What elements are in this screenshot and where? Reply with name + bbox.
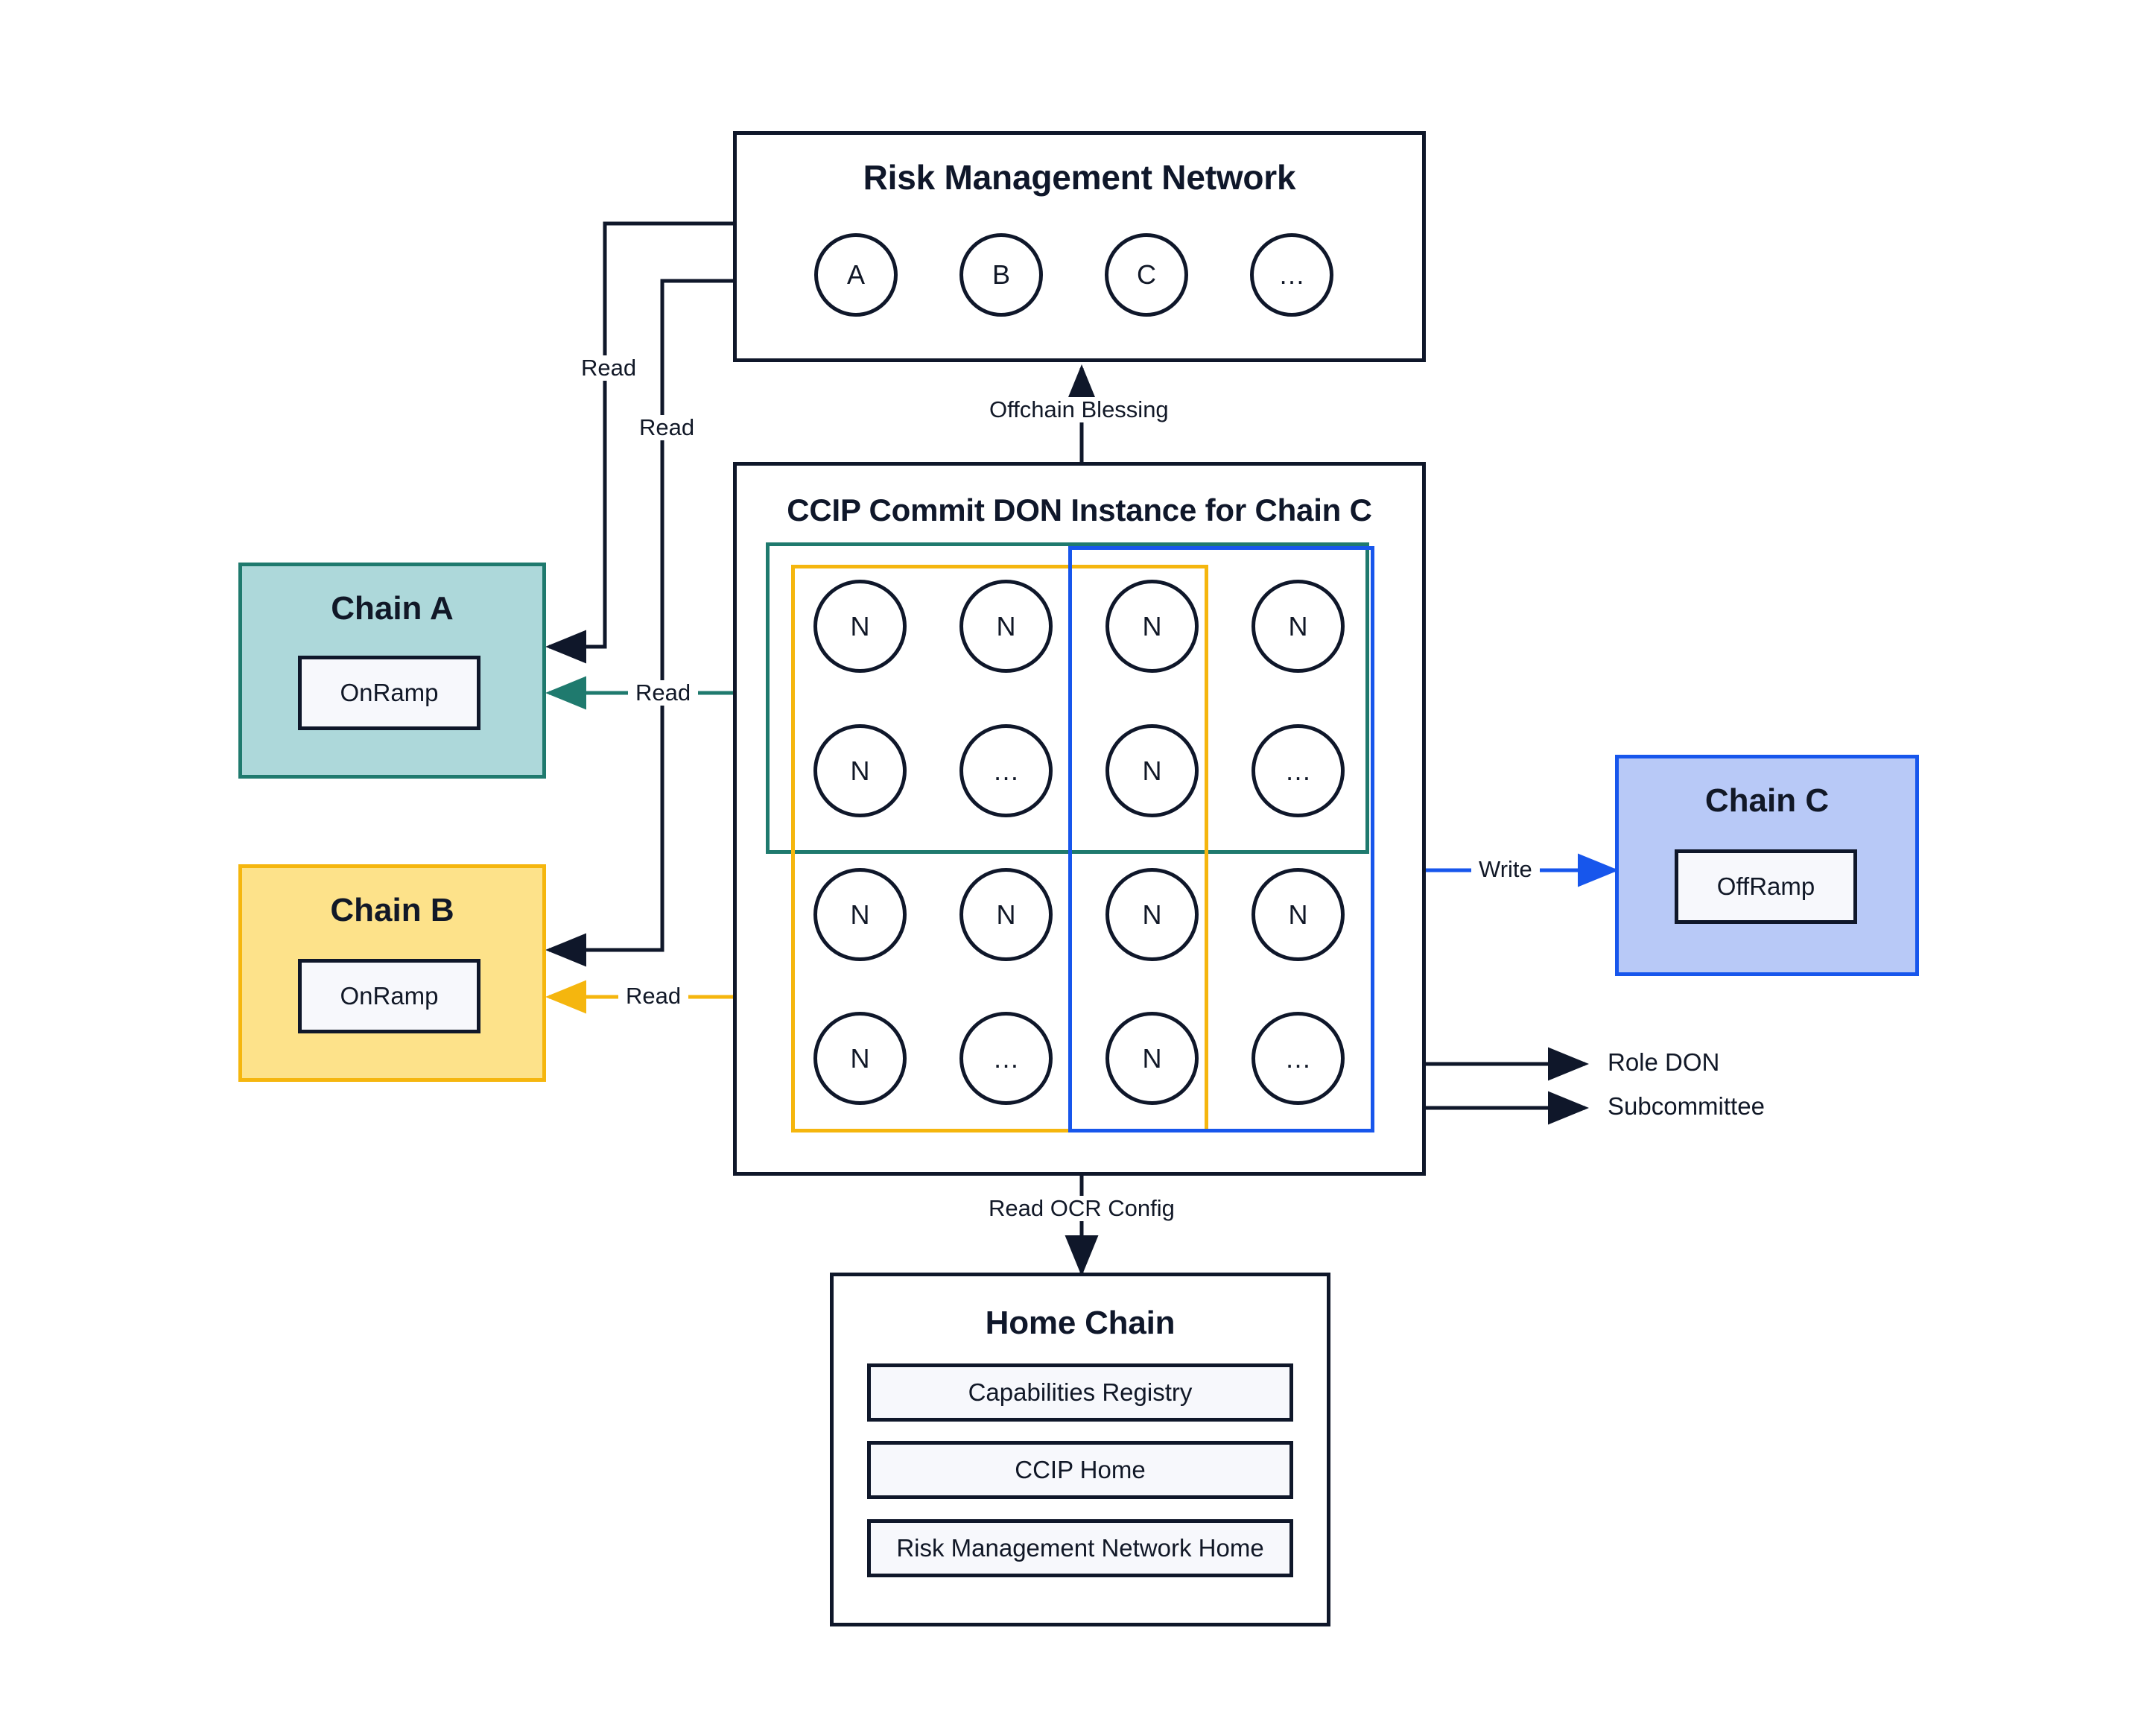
chain-c-offramp: OffRamp [1675,849,1857,924]
home-chain-title: Home Chain [985,1305,1176,1341]
rmn-node-more: … [1250,233,1333,317]
rmn-node-c: C [1105,233,1188,317]
don-node-label: N [1288,610,1308,642]
don-node-label: N [850,899,870,930]
don-node-label: N [996,610,1016,642]
risk-management-network-title: Risk Management Network [863,158,1296,197]
don-node-label: N [1142,610,1162,642]
don-node-r1c2: N [959,580,1053,673]
don-node-label: … [992,755,1020,786]
don-node-label: … [1284,755,1312,786]
home-chain-item-capabilities-registry: Capabilities Registry [867,1363,1293,1422]
don-node-label: N [850,610,870,642]
don-node-label: N [1142,899,1162,930]
don-node-label: … [1284,1042,1312,1074]
group-role-don-teal [766,542,1369,854]
chain-b-onramp-label: OnRamp [340,982,439,1010]
don-node-label: … [992,1042,1020,1074]
chain-a-onramp-label: OnRamp [340,679,439,706]
label-read-rmn-to-chain-a: Read [574,355,644,381]
don-node-label: N [850,1042,870,1074]
don-node-r2c3: N [1105,724,1199,817]
label-read-rmn-to-chain-b: Read [632,414,702,441]
don-node-r2c1: N [813,724,907,817]
legend-label-role-don: Role DON [1608,1048,1720,1076]
legend-label-subcommittee: Subcommittee [1608,1092,1765,1120]
commit-don-title: CCIP Commit DON Instance for Chain C [787,492,1372,528]
home-chain-item-label: CCIP Home [1015,1456,1146,1483]
chain-b-title: Chain B [330,892,454,928]
chain-c-title: Chain C [1704,782,1830,819]
rmn-node-b-label: B [992,259,1010,290]
chain-a-title: Chain A [331,590,454,627]
label-read-ocr-config: Read OCR Config [981,1195,1182,1222]
don-node-r4c2: … [959,1012,1053,1105]
don-node-r4c3: N [1105,1012,1199,1105]
don-node-r3c2: N [959,868,1053,961]
don-node-r2c4: … [1252,724,1345,817]
don-node-r1c4: N [1252,580,1345,673]
label-offchain-blessing: Offchain Blessing [982,396,1176,423]
don-node-r3c1: N [813,868,907,961]
home-chain-item-label: Capabilities Registry [968,1378,1193,1406]
don-node-label: N [996,899,1016,930]
rmn-node-c-label: C [1137,259,1156,290]
don-node-label: N [1142,1042,1162,1074]
don-node-r4c4: … [1252,1012,1345,1105]
home-chain-item-label: Risk Management Network Home [896,1534,1264,1562]
label-read-don-to-chain-b: Read [618,983,689,1010]
don-node-label: N [850,755,870,786]
don-node-r1c1: N [813,580,907,673]
don-node-r2c2: … [959,724,1053,817]
rmn-node-more-label: … [1278,259,1305,290]
don-node-r4c1: N [813,1012,907,1105]
rmn-node-a-label: A [846,259,865,290]
chain-b-onramp: OnRamp [298,959,480,1033]
group-subcommittee-amber [791,565,1208,1132]
chain-c-offramp-label: OffRamp [1716,872,1815,900]
label-read-don-to-chain-a: Read [628,679,699,706]
don-node-label: N [1142,755,1162,786]
don-node-label: N [1288,899,1308,930]
chain-a-onramp: OnRamp [298,656,480,730]
don-node-r1c3: N [1105,580,1199,673]
home-chain-item-ccip-home: CCIP Home [867,1441,1293,1499]
group-subcommittee-blue [1068,546,1374,1132]
rmn-node-a: A [814,233,898,317]
don-node-r3c4: N [1252,868,1345,961]
label-write-to-chain-c: Write [1471,856,1540,883]
home-chain-item-rmn-home: Risk Management Network Home [867,1519,1293,1577]
edge-read-rmn-to-chain-b [545,279,733,967]
rmn-node-b: B [959,233,1043,317]
don-node-r3c3: N [1105,868,1199,961]
